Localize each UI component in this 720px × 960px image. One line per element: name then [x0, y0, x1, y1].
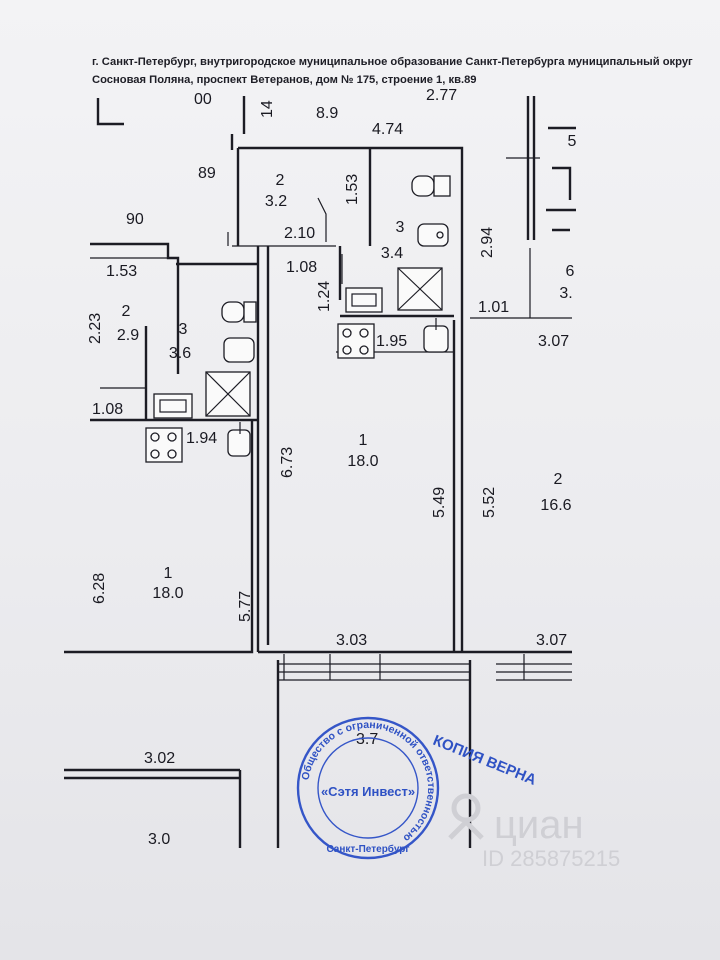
- dim-6-28: 6.28: [91, 573, 108, 604]
- room-right-number: 2: [554, 471, 563, 488]
- dim-3-02: 3.02: [144, 750, 175, 767]
- wall-right-rooms: [546, 126, 576, 212]
- room-living-left-area: 18.0: [152, 585, 183, 602]
- shower-center: [397, 267, 443, 311]
- room-right-top-number: 6: [566, 263, 575, 280]
- balcony-door: [283, 654, 381, 680]
- right-balcony: [496, 651, 572, 681]
- room-bath-center-number: 3: [396, 219, 405, 236]
- dim-1-08-left: 1.08: [92, 401, 123, 418]
- shower-left: [205, 371, 251, 417]
- toilet-center: [411, 175, 451, 197]
- room-bath-center-area: 3.4: [381, 245, 403, 262]
- wall-right-top: [526, 96, 536, 240]
- dim-1-01: 1.01: [478, 299, 509, 316]
- kitchen-center-area: 1.95: [376, 333, 407, 350]
- room-hall-center-number: 2: [276, 172, 285, 189]
- stamp-city: Санкт-Петербург: [326, 843, 409, 855]
- dim-1-08-center: 1.08: [286, 259, 317, 276]
- wall-right-misc: [470, 157, 572, 319]
- stamp-copy-label: КОПИЯ ВЕРНА: [431, 732, 539, 789]
- right-fixtures: [552, 166, 572, 232]
- dim-2-23: 2.23: [87, 313, 104, 344]
- toilet-left: [221, 301, 257, 323]
- washer-center: [345, 287, 383, 313]
- sink-left: [223, 337, 255, 363]
- dim-4-74: 4.74: [372, 121, 403, 138]
- wall-left-living: [64, 420, 254, 654]
- dim-1-53-top: 1.53: [344, 174, 361, 205]
- room-right-top2-number: 5: [568, 133, 577, 150]
- dim-8-9: 8.9: [316, 105, 338, 122]
- wall-bath-left: [338, 148, 372, 300]
- sink-center: [417, 223, 449, 247]
- stove-left: [145, 427, 183, 463]
- address-line-1: г. Санкт-Петербург, внутригородское муни…: [92, 56, 693, 68]
- cian-watermark: циан ID 285875215: [448, 793, 620, 871]
- washer-left: [153, 393, 193, 419]
- wall-left-balcony: [64, 768, 242, 848]
- room-bath-left-number: 3: [179, 321, 188, 338]
- hall-fixtures: [227, 197, 343, 284]
- room-living-center-area: 18.0: [347, 453, 378, 470]
- dim-3-07-top: 3.07: [538, 333, 569, 350]
- kitchen-sink-center: [423, 318, 449, 353]
- room-right-top-area: 3.: [559, 285, 572, 302]
- dim-5-52: 5.52: [481, 487, 498, 518]
- dim-00: 00: [194, 91, 212, 108]
- room-living-left-number: 1: [164, 565, 173, 582]
- dim-3-0: 3.0: [148, 831, 170, 848]
- dim-5-77: 5.77: [237, 591, 254, 622]
- dim-2-94: 2.94: [479, 227, 496, 258]
- dim-3-03: 3.03: [336, 632, 367, 649]
- stove-center: [337, 323, 375, 359]
- kitchen-left-area: 1.94: [186, 430, 217, 447]
- wall-unit-right: [238, 146, 464, 652]
- room-bath-left-area: 3.6: [169, 345, 191, 362]
- room-hall-left-area: 2.9: [117, 327, 139, 344]
- dim-3-07-bottom: 3.07: [536, 632, 567, 649]
- stamp-company: «Сэтя Инвест»: [321, 784, 415, 799]
- watermark-id: ID 285875215: [482, 846, 620, 871]
- kitchen-sink-left: [227, 422, 251, 457]
- dim-90: 90: [126, 211, 144, 228]
- room-hall-left-number: 2: [122, 303, 131, 320]
- address-line-2: Сосновая Поляна, проспект Ветеранов, дом…: [92, 74, 477, 86]
- room-living-center-number: 1: [359, 432, 368, 449]
- dim-2-77: 2.77: [426, 87, 457, 104]
- dim-2-10: 2.10: [284, 225, 315, 242]
- dim-6-73: 6.73: [279, 447, 296, 478]
- room-hall-center-area: 3.2: [265, 193, 287, 210]
- room-right-area: 16.6: [540, 497, 571, 514]
- dim-1-24: 1.24: [316, 281, 333, 312]
- dim-1-53-left: 1.53: [106, 263, 137, 280]
- watermark-brand: циан: [494, 803, 584, 847]
- dim-5-49: 5.49: [431, 487, 448, 518]
- dim-3-7: 3.7: [356, 731, 378, 748]
- cian-logo-icon: [448, 793, 484, 840]
- dim-89: 89: [198, 165, 216, 182]
- wall-fragment-top-center: [230, 96, 246, 150]
- balcony-railing: [278, 663, 470, 681]
- dim-14: 14: [259, 100, 276, 118]
- wall-fragment-top-left: [96, 98, 124, 126]
